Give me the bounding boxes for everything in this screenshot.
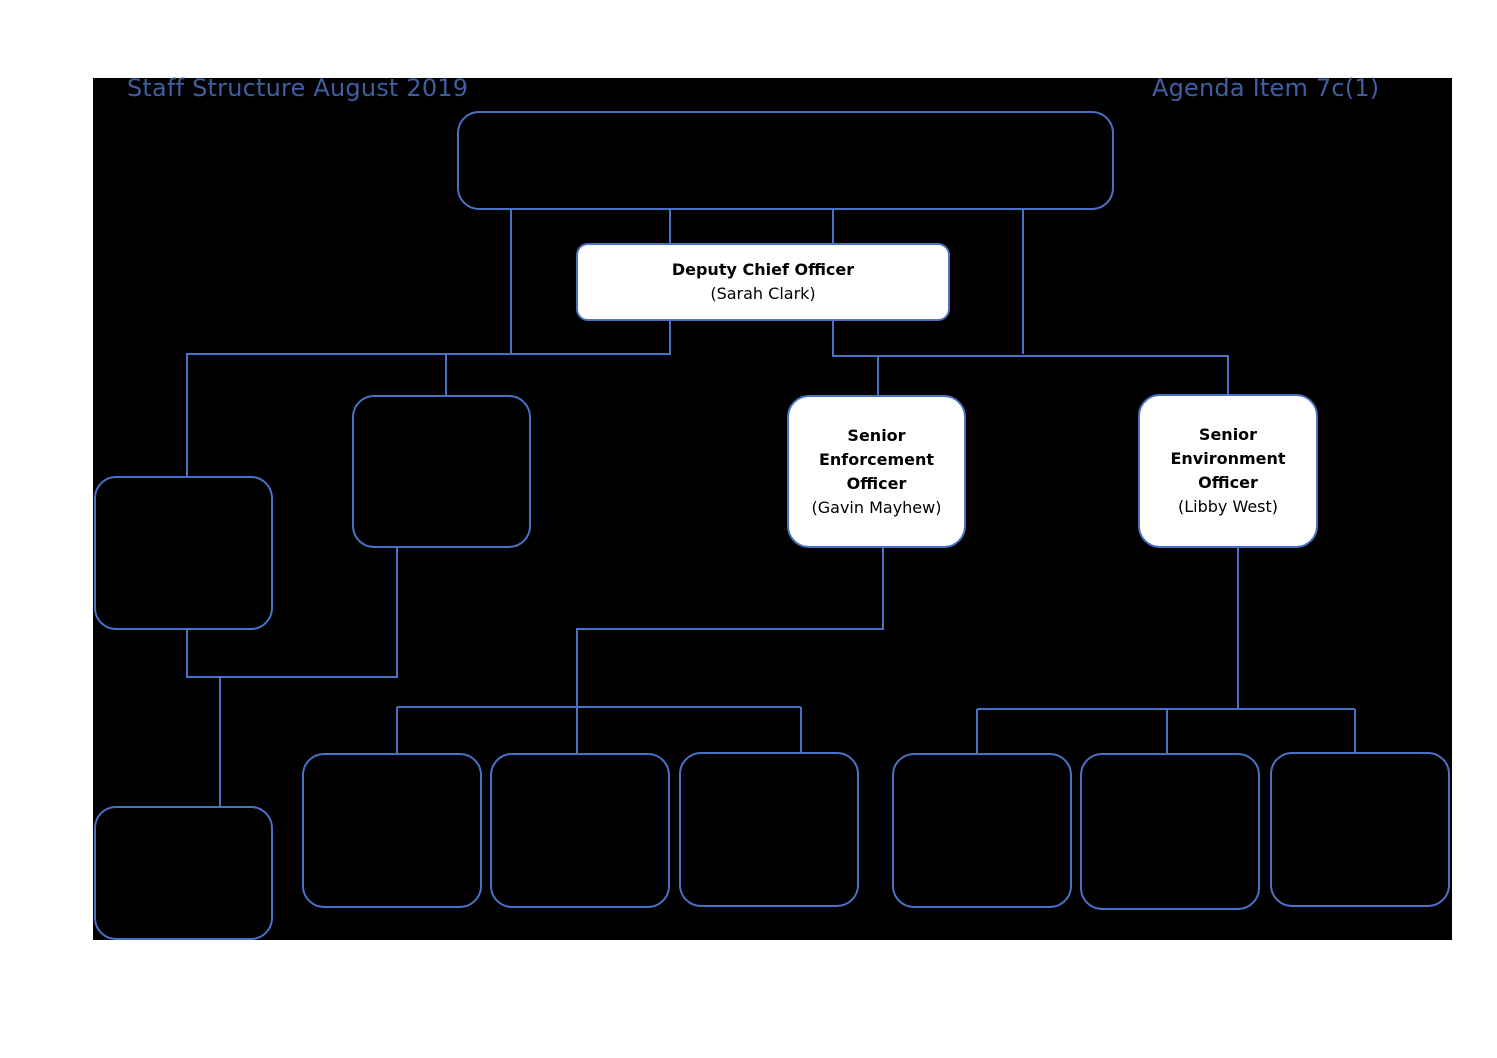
environment-team-box-3 [1270, 752, 1450, 907]
chief-officer-box [457, 111, 1114, 210]
enforcement-team-box-2 [490, 753, 670, 908]
staff-structure-title: Staff Structure August 2019 [127, 74, 469, 102]
environment-name: (Libby West) [1177, 497, 1279, 516]
enforcement-team-box-1 [302, 753, 482, 908]
connector [832, 321, 1229, 395]
enforcement-name: (Gavin Mayhew) [811, 497, 942, 517]
environment-team-box-1 [892, 753, 1072, 908]
officer-box-center-left [352, 395, 531, 548]
environment-title-line3: Officer [1198, 473, 1258, 492]
enforcement-title-line2: Enforcement [818, 449, 935, 469]
enforcement-team-box-3 [679, 752, 859, 907]
connector [576, 548, 884, 753]
environment-title-line2: Environment [1170, 449, 1286, 468]
deputy-chief-officer-box: Deputy Chief Officer (Sarah Clark) [576, 243, 950, 321]
agenda-item-label: Agenda Item 7c(1) [1152, 74, 1380, 102]
enforcement-title-line3: Officer [846, 473, 907, 493]
environment-title-line1: Senior [1198, 425, 1258, 444]
environment-team-box-2 [1080, 753, 1260, 910]
officer-box-left [94, 476, 273, 630]
senior-environment-officer-box: Senior Environment Officer (Libby West) [1138, 394, 1318, 548]
deputy-title: Deputy Chief Officer [671, 260, 855, 279]
connector [186, 548, 398, 678]
deputy-name: (Sarah Clark) [710, 284, 816, 303]
enforcement-title-line1: Senior [847, 425, 906, 445]
senior-enforcement-officer-box: Senior Enforcement Officer (Gavin Mayhew… [787, 395, 966, 548]
connector [186, 321, 671, 476]
officer-box-bottom-left [94, 806, 273, 940]
